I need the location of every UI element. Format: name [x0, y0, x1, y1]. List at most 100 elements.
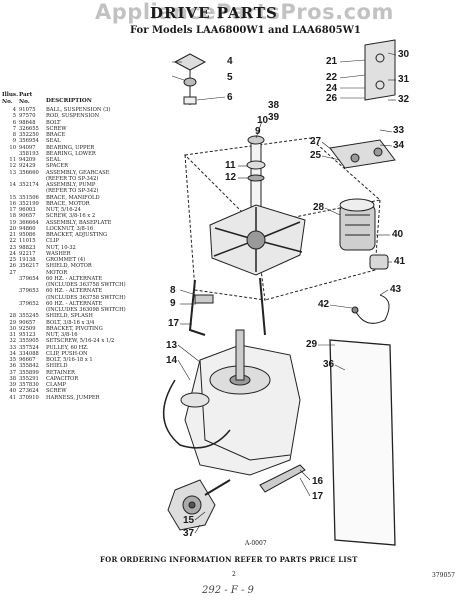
page-number: 2: [232, 571, 236, 578]
description: BRACE: [46, 132, 66, 138]
part-no: 90657: [19, 213, 36, 220]
description: BRACE, MANIFOLD: [46, 194, 100, 201]
part-no: 98648: [19, 119, 36, 126]
illus-no: 18: [9, 213, 16, 220]
callout-26: 26: [326, 93, 338, 104]
illus-no: 36: [9, 363, 16, 370]
description: SCREW, 3/8-16 x 2: [46, 213, 96, 220]
callout-6: 6: [227, 92, 233, 103]
part-no: 94860: [19, 225, 36, 232]
illus-no: 20: [9, 225, 16, 232]
part-no: 357524: [19, 344, 39, 351]
description: MOTOR: [46, 269, 68, 276]
part-no: 355842: [19, 363, 39, 370]
part-no: 19138: [19, 257, 36, 263]
description: LOCKNUT, 3/8-16: [46, 225, 94, 232]
parts-list-row: (INCLUDES 363758 SWITCH): [2, 282, 130, 288]
illus-no: 21: [9, 232, 16, 238]
description: GROMMET (4): [46, 257, 86, 263]
callout-33: 33: [393, 125, 405, 136]
callout-40: 40: [392, 229, 404, 240]
description: HARNESS, JUMPER: [46, 394, 100, 401]
part-no: 11015: [19, 238, 36, 245]
parts-list-row: (REFER TO SP-342): [2, 176, 130, 182]
callout-34: 34: [393, 140, 405, 151]
illus-no: 9: [12, 138, 16, 145]
part-no: 92217: [19, 250, 36, 257]
part-no: 355291: [19, 375, 39, 382]
illus-no: 12: [9, 163, 16, 170]
illus-no: 41: [9, 394, 16, 401]
illus-no: 28: [9, 313, 16, 320]
callout-15: 15: [183, 515, 195, 526]
illus-no: 39: [9, 382, 16, 388]
callout-9: 9: [255, 126, 261, 137]
illus-no: 33: [9, 344, 16, 351]
description: CLIP: [46, 238, 59, 245]
description: BOLT, 5/16-18 x 1: [46, 357, 93, 363]
callout-43: 43: [390, 284, 402, 295]
part-no: 90657: [19, 319, 36, 326]
illus-no: 10: [9, 144, 16, 151]
illus-no: 27: [9, 269, 16, 276]
description: BEARING, UPPER: [46, 144, 95, 151]
illus-no: 23: [9, 244, 16, 251]
description: (INCLUDES 363098 SWITCH): [46, 307, 126, 313]
handwritten-note: 292 - F - 9: [202, 585, 254, 596]
callout-12: 12: [225, 172, 237, 183]
callout-16: 16: [312, 476, 324, 487]
description: CLIP, PUSH-ON: [46, 350, 88, 357]
callout-9b: 9: [170, 298, 176, 309]
part-no: 91075: [19, 107, 36, 113]
description: ASSEMBLY, BASEPLATE: [46, 219, 112, 226]
callout-24: 24: [326, 83, 338, 94]
part-no: 95123: [19, 332, 36, 338]
illus-no: 7: [12, 125, 16, 132]
illus-no: 17: [9, 207, 16, 213]
description: SHIELD, MOTOR: [46, 263, 92, 270]
callout-29: 29: [306, 339, 318, 350]
callout-22: 22: [326, 72, 338, 83]
illus-no: 15: [9, 194, 16, 201]
illus-no: 19: [9, 219, 16, 226]
ordering-notice: FOR ORDERING INFORMATION REFER TO PARTS …: [100, 555, 358, 564]
description: BOLT, 3/8-16 x 3/4: [46, 319, 95, 326]
illus-no: 25: [9, 257, 16, 263]
illus-no: 32: [9, 338, 16, 345]
part-no: 92429: [19, 163, 36, 170]
illus-no: 37: [9, 369, 16, 376]
callout-8: 8: [170, 285, 176, 296]
description: NUT, 5/16-24: [46, 207, 81, 213]
parts-list-header: Illus. No. Part No. DESCRIPTION: [2, 92, 130, 105]
part-no: 357830: [19, 382, 39, 388]
part-no: 356660: [19, 169, 39, 176]
description: 60 HZ. - ALTERNATE: [46, 275, 103, 282]
callout-4: 4: [227, 56, 233, 67]
parts-list-row: (INCLUDES 363098 SWITCH): [2, 307, 130, 313]
part-no: 355899: [19, 369, 39, 376]
illus-no: 14: [9, 182, 16, 188]
illus-no: 29: [9, 319, 16, 326]
part-no: 379653: [19, 288, 39, 295]
illus-no: 35: [9, 357, 16, 363]
description: BOLT: [46, 119, 61, 126]
description: PULLEY, 60 HZ.: [46, 344, 89, 351]
